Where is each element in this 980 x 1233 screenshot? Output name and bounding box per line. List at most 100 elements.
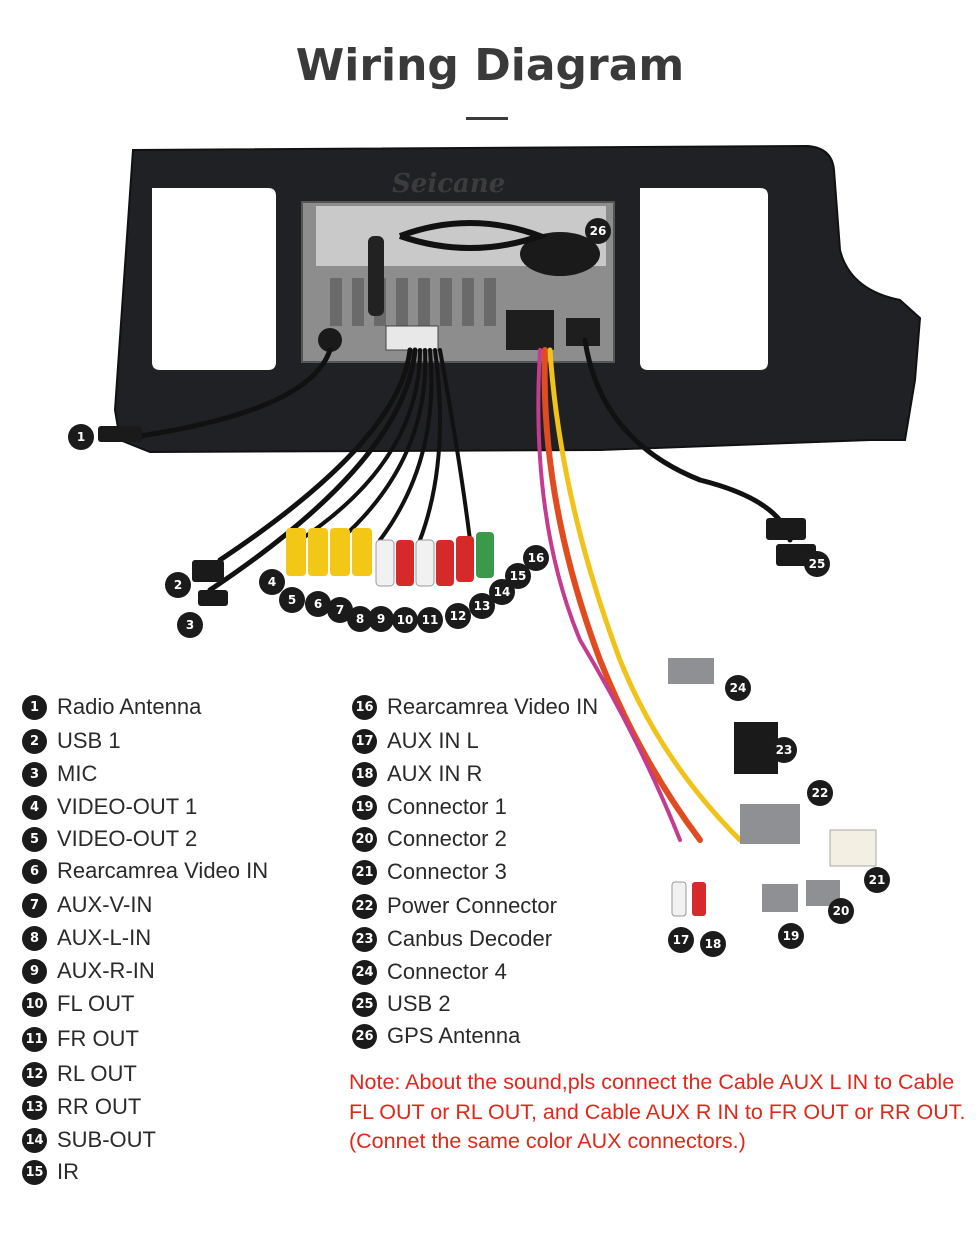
callout-12: 12 — [445, 603, 471, 629]
main-connector-block — [506, 310, 554, 350]
number-badge: 14 — [22, 1127, 47, 1153]
callout-5: 5 — [279, 587, 305, 613]
number-badge: 17 — [352, 728, 377, 754]
callout-22: 22 — [807, 780, 833, 806]
svg-text:25: 25 — [809, 557, 826, 571]
callout-21: 21 — [864, 867, 890, 893]
svg-text:3: 3 — [186, 618, 194, 632]
legend-item: 14 SUB-OUT — [22, 1127, 156, 1153]
av-connector-block — [385, 325, 439, 351]
legend-label: Rearcamrea Video IN — [57, 858, 269, 883]
number-badge: 26 — [352, 1023, 377, 1049]
svg-text:1: 1 — [77, 430, 85, 444]
wifi-antenna — [368, 236, 384, 316]
callout-24: 24 — [725, 675, 751, 701]
svg-text:7: 7 — [336, 603, 344, 617]
callout-19: 19 — [778, 923, 804, 949]
legend-label: USB 2 — [387, 991, 451, 1016]
number-badge: 10 — [22, 991, 47, 1017]
legend-label: AUX-R-IN — [57, 958, 155, 983]
aux-in-l-plug — [671, 881, 687, 917]
svg-text:21: 21 — [869, 873, 886, 887]
svg-text:22: 22 — [812, 786, 829, 800]
number-badge: 15 — [22, 1159, 47, 1185]
legend-label: Connector 2 — [387, 826, 507, 851]
power-connector — [740, 804, 800, 844]
svg-text:20: 20 — [833, 904, 850, 918]
connector-1 — [762, 884, 798, 912]
legend-label: RL OUT — [57, 1061, 137, 1086]
legend-item: 12 RL OUT — [22, 1061, 137, 1087]
legend-item: 9 AUX-R-IN — [22, 958, 155, 984]
frame-window-right — [640, 188, 768, 370]
svg-text:16: 16 — [528, 551, 545, 565]
number-badge: 3 — [22, 761, 47, 787]
legend-item: 21 Connector 3 — [352, 859, 507, 885]
callout-2: 2 — [165, 572, 191, 598]
svg-text:11: 11 — [422, 613, 439, 627]
frame-window-left — [152, 188, 276, 370]
callout-18: 18 — [700, 931, 726, 957]
usb1-plug — [192, 560, 224, 582]
number-badge: 5 — [22, 826, 47, 852]
legend-item: 20 Connector 2 — [352, 826, 507, 852]
svg-text:9: 9 — [377, 612, 385, 626]
svg-text:12: 12 — [450, 609, 467, 623]
legend-label: Rearcamrea Video IN — [387, 694, 599, 719]
legend-label: MIC — [57, 761, 98, 786]
legend-label: USB 1 — [57, 728, 121, 753]
legend-label: Canbus Decoder — [387, 926, 553, 951]
number-badge: 7 — [22, 892, 47, 918]
callout-16: 16 — [523, 545, 549, 571]
number-badge: 9 — [22, 958, 47, 984]
number-badge: 12 — [22, 1061, 47, 1087]
legend-label: AUX-V-IN — [57, 892, 153, 917]
callout-14: 14 — [489, 579, 515, 605]
legend-label: SUB-OUT — [57, 1127, 156, 1152]
callout-15: 15 — [505, 563, 531, 589]
legend-label: FL OUT — [57, 991, 135, 1016]
svg-text:26: 26 — [590, 224, 607, 238]
legend-label: Connector 3 — [387, 859, 507, 884]
svg-text:18: 18 — [705, 937, 722, 951]
number-badge: 11 — [22, 1026, 47, 1052]
connector-3 — [829, 829, 877, 867]
svg-text:4: 4 — [268, 575, 276, 589]
callout-3: 3 — [177, 612, 203, 638]
svg-text:10: 10 — [397, 613, 414, 627]
callout-26: 26 — [585, 218, 611, 244]
svg-text:6: 6 — [314, 597, 322, 611]
svg-text:19: 19 — [783, 929, 800, 943]
svg-text:23: 23 — [776, 743, 793, 757]
cables — [137, 337, 793, 843]
callout-11: 11 — [417, 607, 443, 633]
callout-1: 1 — [68, 424, 94, 450]
callout-10: 10 — [392, 607, 418, 633]
number-badge: 13 — [22, 1094, 47, 1120]
svg-text:17: 17 — [673, 933, 690, 947]
callout-17: 17 — [668, 927, 694, 953]
callout-4: 4 — [259, 569, 285, 595]
number-badge: 4 — [22, 794, 47, 820]
legend-label: Connector 1 — [387, 794, 507, 819]
number-badge: 20 — [352, 826, 377, 852]
rca-plugs — [286, 528, 494, 587]
callout-6: 6 — [305, 591, 331, 617]
svg-text:2: 2 — [174, 578, 182, 592]
usb2-plug-a — [766, 518, 806, 540]
number-badge: 21 — [352, 859, 377, 885]
gps-cable-coil — [398, 220, 549, 251]
legend-label: AUX IN R — [387, 761, 483, 786]
number-badge: 24 — [352, 959, 377, 985]
